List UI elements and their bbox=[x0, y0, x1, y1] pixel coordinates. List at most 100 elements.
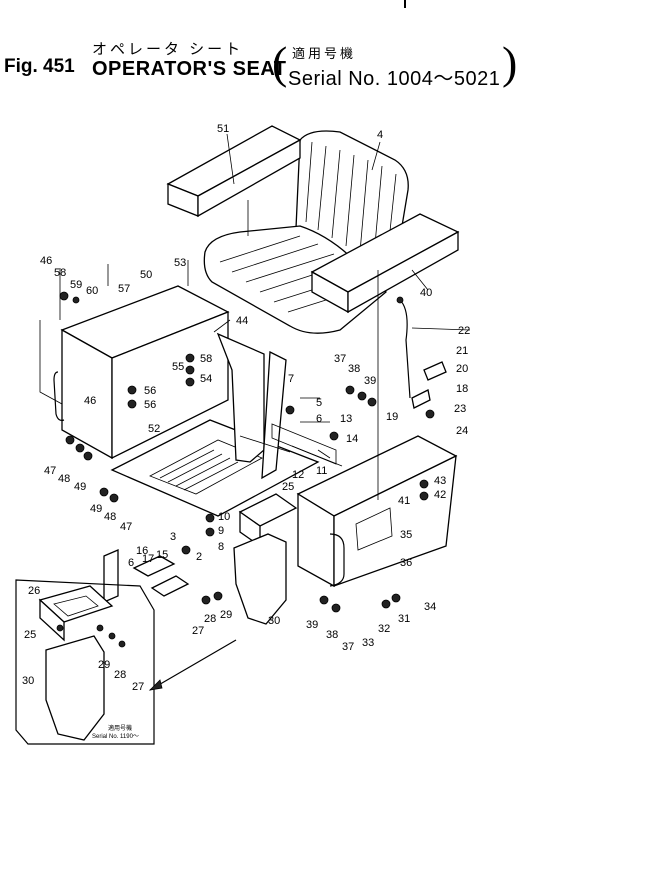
callout: 33 bbox=[362, 637, 374, 649]
callout: 51 bbox=[217, 123, 229, 135]
callout: 9 bbox=[218, 525, 224, 537]
callout: 43 bbox=[434, 475, 446, 487]
callout: 18 bbox=[456, 383, 468, 395]
inset-detail: 適用号機 Serial No. 1190～ bbox=[15, 579, 155, 745]
callout: 4 bbox=[377, 129, 383, 141]
callout: 39 bbox=[364, 375, 376, 387]
callout: 6 bbox=[128, 557, 134, 569]
serial-paren-open: ( bbox=[272, 37, 288, 88]
callout: 11 bbox=[316, 465, 327, 477]
callout: 27 bbox=[192, 625, 204, 637]
callout: 56 bbox=[144, 385, 156, 397]
callout: 13 bbox=[340, 413, 352, 425]
callout: 3 bbox=[170, 531, 176, 543]
callout: 58 bbox=[54, 267, 66, 279]
callout: 15 bbox=[156, 549, 168, 561]
callout: 27 bbox=[132, 681, 144, 693]
callout: 30 bbox=[268, 615, 280, 627]
serial-range: Serial No. 1004～5021 bbox=[288, 68, 501, 90]
callout: 7 bbox=[288, 373, 294, 385]
leader-lines bbox=[59, 133, 471, 500]
seat-slide-frame bbox=[110, 332, 320, 517]
callout: 29 bbox=[98, 659, 110, 671]
callout: 49 bbox=[74, 481, 86, 493]
callout: 47 bbox=[120, 521, 132, 533]
callout: 20 bbox=[456, 363, 468, 375]
callout: 49 bbox=[90, 503, 102, 515]
callout: 14 bbox=[346, 433, 358, 445]
callout: 48 bbox=[58, 473, 70, 485]
callout: 60 bbox=[86, 285, 98, 297]
callout: 58 bbox=[200, 353, 212, 365]
seat-backrest bbox=[295, 130, 409, 263]
callout: 22 bbox=[458, 325, 470, 337]
inset-note-serial: Serial No. 1190～ bbox=[92, 734, 139, 740]
right-console bbox=[296, 435, 458, 588]
callout: 44 bbox=[236, 315, 248, 327]
callout: 26 bbox=[28, 585, 40, 597]
callout: 38 bbox=[326, 629, 338, 641]
figure-number: Fig. 451 bbox=[4, 56, 75, 77]
callout: 19 bbox=[386, 411, 398, 423]
serial-paren-close: ) bbox=[502, 37, 518, 88]
callout: 23 bbox=[454, 403, 466, 415]
callout: 36 bbox=[400, 557, 412, 569]
callout: 40 bbox=[420, 287, 432, 299]
callout: 37 bbox=[342, 641, 354, 653]
callout: 56 bbox=[144, 399, 156, 411]
callout: 39 bbox=[306, 619, 318, 631]
callout: 57 bbox=[118, 283, 130, 295]
callout: 28 bbox=[204, 613, 216, 625]
callout: 25 bbox=[282, 481, 294, 493]
callout: 59 bbox=[70, 279, 82, 291]
callout: 52 bbox=[148, 423, 160, 435]
right-armrest bbox=[310, 213, 460, 314]
callout: 12 bbox=[292, 469, 304, 481]
callout: 48 bbox=[104, 511, 116, 523]
callout: 46 bbox=[84, 395, 96, 407]
lever-assembly bbox=[396, 296, 447, 409]
callout: 16 bbox=[136, 545, 148, 557]
callout: 6 bbox=[316, 413, 322, 425]
callout: 41 bbox=[398, 495, 410, 507]
fasteners bbox=[59, 291, 435, 613]
callout-labels: 51 4 53 40 46 58 59 60 57 50 44 22 21 20… bbox=[22, 123, 470, 693]
inset-note-jp: 適用号機 bbox=[108, 724, 132, 732]
callout: 38 bbox=[348, 363, 360, 375]
callout: 28 bbox=[114, 669, 126, 681]
callout: 47 bbox=[44, 465, 56, 477]
callout: 55 bbox=[172, 361, 184, 373]
callout: 25 bbox=[24, 629, 36, 641]
callout: 8 bbox=[218, 541, 224, 553]
small-brackets bbox=[103, 549, 190, 603]
title-english: OPERATOR'S SEAT bbox=[92, 58, 287, 80]
callout: 37 bbox=[334, 353, 346, 365]
callout: 53 bbox=[174, 257, 186, 269]
center-boot bbox=[233, 493, 298, 625]
callout: 24 bbox=[456, 425, 468, 437]
callout: 30 bbox=[22, 675, 34, 687]
support-rails bbox=[271, 423, 343, 467]
callout: 5 bbox=[316, 397, 322, 409]
serial-japanese: 適用号機 bbox=[292, 46, 357, 61]
callout: 42 bbox=[434, 489, 446, 501]
callout: 2 bbox=[196, 551, 202, 563]
callout: 35 bbox=[400, 529, 412, 541]
inset-pointer-arrow bbox=[149, 639, 237, 691]
callout: 10 bbox=[218, 511, 230, 523]
callout: 21 bbox=[456, 345, 468, 357]
callout: 31 bbox=[398, 613, 410, 625]
callout: 32 bbox=[378, 623, 390, 635]
callout: 50 bbox=[140, 269, 152, 281]
inset-pointer-head bbox=[148, 679, 163, 691]
callout: 29 bbox=[220, 609, 232, 621]
callout: 46 bbox=[40, 255, 52, 267]
top-tick-mark bbox=[404, 0, 406, 8]
title-japanese: オペレータ シート bbox=[92, 41, 244, 58]
callout: 34 bbox=[424, 601, 436, 613]
callout: 54 bbox=[200, 373, 212, 385]
callout: 17 bbox=[142, 553, 154, 565]
seat-base-bracket bbox=[39, 285, 230, 460]
left-armrest bbox=[166, 125, 302, 218]
